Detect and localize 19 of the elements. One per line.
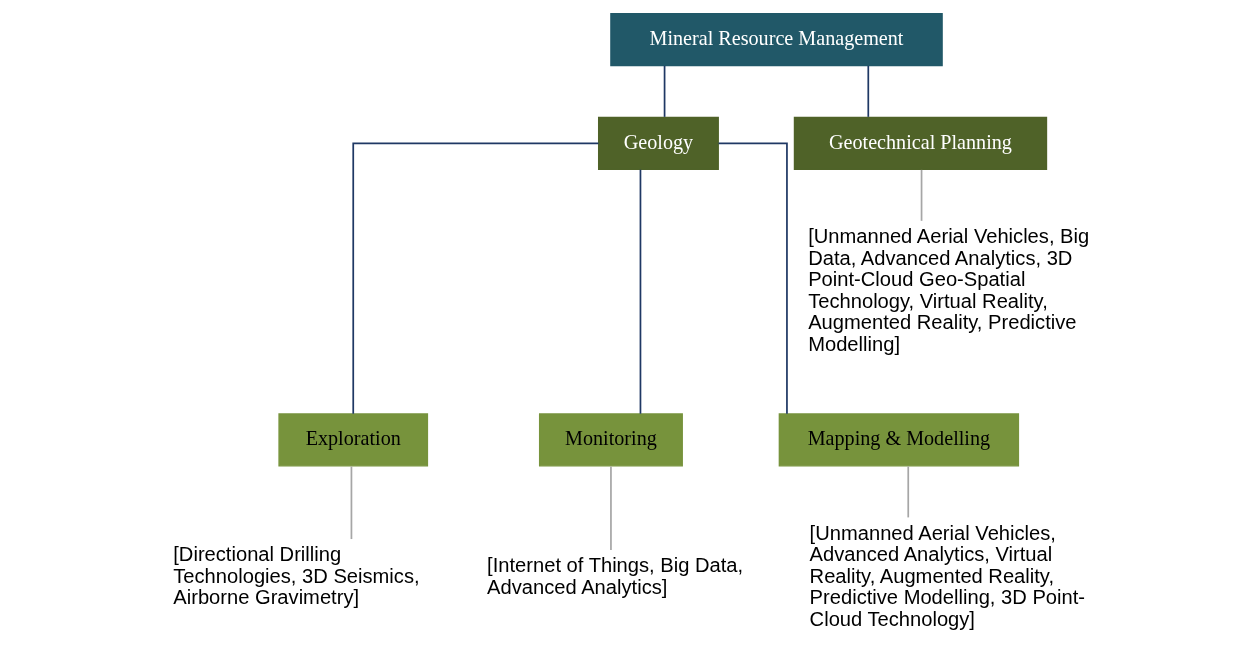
node-box: Exploration bbox=[278, 413, 429, 467]
connector bbox=[350, 465, 353, 540]
node-box: Mineral Resource Management bbox=[610, 13, 943, 67]
node-text: [Internet of Things, Big Data, Advanced Analytics] bbox=[487, 553, 744, 598]
node-text: [Unmanned Aerial Vehicles, Advanced Analytics, Virtual Reality, Augmented Reality, Predictive Modelling, 3D Point-Cloud Technology] bbox=[809, 521, 1086, 630]
connector bbox=[717, 142, 788, 415]
connector bbox=[352, 142, 600, 415]
node-text: [Unmanned Aerial Vehicles, Big Data, Advanced Analytics, 3D Point-Cloud Geo-Spatial Technology, Virtual Reality, Augmented Reality, Predictive Modelling] bbox=[808, 225, 1090, 355]
node-box: Monitoring bbox=[538, 413, 683, 467]
connector bbox=[639, 168, 642, 415]
connector bbox=[867, 65, 870, 118]
connector bbox=[610, 465, 612, 551]
node-box: Geotechnical Planning bbox=[793, 116, 1048, 170]
connector bbox=[663, 65, 666, 118]
node-box: Geology bbox=[598, 116, 719, 170]
connector bbox=[920, 169, 923, 222]
node-box: Mapping & Modelling bbox=[778, 413, 1020, 467]
connector bbox=[907, 465, 910, 519]
node-text: [Directional Drilling Technologies, 3D Seismics, Airborne Gravimetry] bbox=[173, 543, 420, 609]
